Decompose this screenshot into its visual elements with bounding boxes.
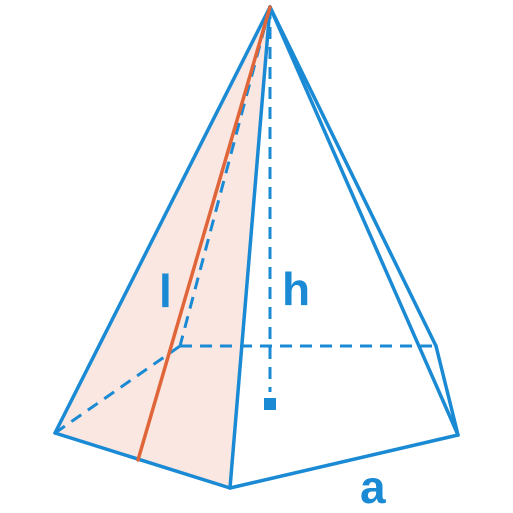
height-label: h <box>282 263 310 315</box>
lateral-edge-right <box>268 5 460 437</box>
lateral-edge-left <box>53 5 272 435</box>
lateral-edge-back-right <box>268 5 438 348</box>
hidden-base-edge-left <box>54 344 181 435</box>
base-side-label: a <box>360 461 386 513</box>
slant-height-line <box>136 5 272 462</box>
base-edge-front-right <box>228 433 460 490</box>
slant-height-label: l <box>159 265 172 317</box>
shaded-lateral-face <box>55 7 270 488</box>
base-edge-front-left <box>53 431 232 490</box>
base-edge-right <box>434 344 460 437</box>
lateral-edge-front <box>228 5 272 490</box>
base-center-point <box>264 398 276 410</box>
